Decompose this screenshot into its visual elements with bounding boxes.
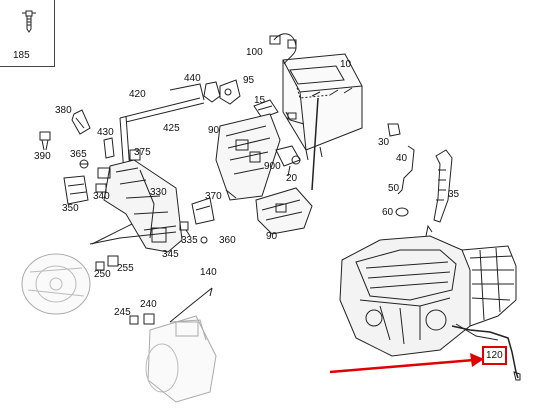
- highlight-arrow: [329, 353, 484, 374]
- callout-380[interactable]: 380: [55, 105, 72, 116]
- callout-95[interactable]: 95: [243, 75, 255, 86]
- callout-30[interactable]: 30: [378, 137, 390, 148]
- battery-drawing: [282, 53, 363, 191]
- callout-245[interactable]: 245: [114, 307, 131, 318]
- callout-900[interactable]: 900: [264, 161, 281, 172]
- callout-425[interactable]: 425: [163, 123, 180, 134]
- callout-430[interactable]: 430: [97, 127, 114, 138]
- callout-240[interactable]: 240: [140, 299, 157, 310]
- callout-90-top[interactable]: 90: [208, 125, 220, 136]
- callout-390[interactable]: 390: [34, 151, 51, 162]
- engine-transmission-drawing: [339, 224, 517, 357]
- callout-60[interactable]: 60: [382, 207, 394, 218]
- callout-120-highlighted[interactable]: 120: [482, 346, 507, 365]
- inset-part-number[interactable]: 185: [13, 50, 30, 61]
- callout-20[interactable]: 20: [286, 173, 298, 184]
- callout-15[interactable]: 15: [254, 95, 266, 106]
- callout-90-bottom[interactable]: 90: [266, 231, 278, 242]
- alternator-drawing: [21, 253, 91, 315]
- callout-350[interactable]: 350: [62, 203, 79, 214]
- callout-360[interactable]: 360: [219, 235, 236, 246]
- callout-365[interactable]: 365: [70, 149, 87, 160]
- callout-10[interactable]: 10: [340, 59, 352, 70]
- callout-40[interactable]: 40: [396, 153, 408, 164]
- callout-370[interactable]: 370: [205, 191, 222, 202]
- callout-100[interactable]: 100: [246, 47, 263, 58]
- callout-345[interactable]: 345: [162, 249, 179, 260]
- callout-50[interactable]: 50: [388, 183, 400, 194]
- fuse-box-drawing: [215, 113, 281, 201]
- inset-box: [0, 0, 55, 67]
- starter-drawing: [145, 315, 217, 403]
- callout-340[interactable]: 340: [93, 191, 110, 202]
- callout-250[interactable]: 250: [94, 269, 111, 280]
- callout-335[interactable]: 335: [181, 235, 198, 246]
- bolt-icon: [22, 10, 36, 33]
- callout-440[interactable]: 440: [184, 73, 201, 84]
- callout-255[interactable]: 255: [117, 263, 134, 274]
- callout-375[interactable]: 375: [134, 147, 151, 158]
- callout-140[interactable]: 140: [200, 267, 217, 278]
- callout-420[interactable]: 420: [129, 89, 146, 100]
- callout-330[interactable]: 330: [150, 187, 167, 198]
- callout-35[interactable]: 35: [448, 189, 460, 200]
